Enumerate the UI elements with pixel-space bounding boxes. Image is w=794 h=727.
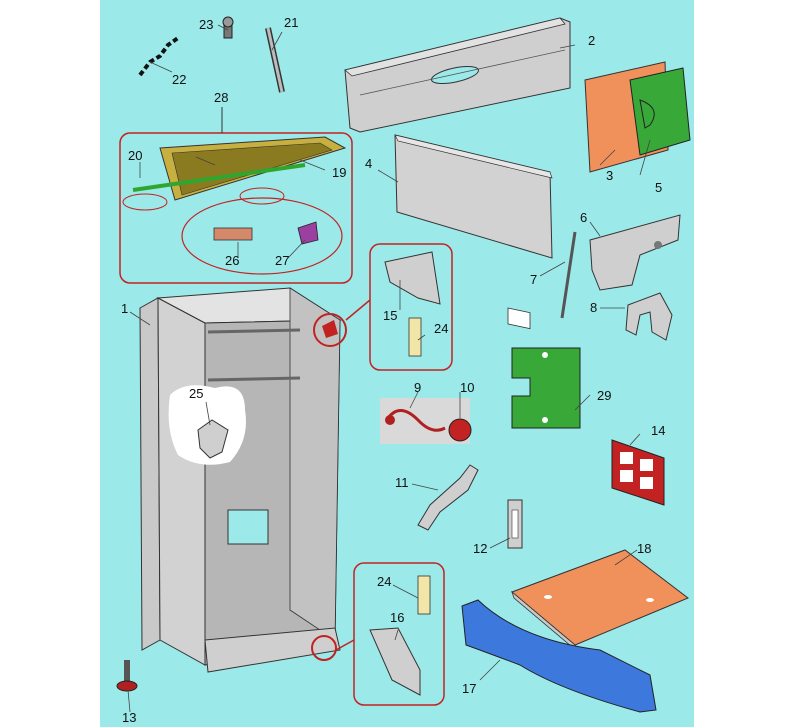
part-label-21: 21 <box>284 15 298 30</box>
part-label-24: 24 <box>434 321 448 336</box>
part-23-bolt <box>222 16 234 39</box>
part-label-19: 19 <box>332 165 346 180</box>
part-18-orange-tray <box>511 549 689 653</box>
part-label-26: 26 <box>225 253 239 268</box>
part-label-28: 28 <box>214 90 228 105</box>
part-label-13: 13 <box>122 710 136 725</box>
part-22-chain <box>138 36 180 77</box>
part-29-green-plate <box>511 347 581 429</box>
part-label-2: 2 <box>588 33 595 48</box>
part-14-red-grille <box>611 439 665 506</box>
part-6-lock-bracket <box>589 214 681 291</box>
part-label-23: 23 <box>199 17 213 32</box>
part-label-24-b: 24 <box>377 574 391 589</box>
leader-lines <box>127 24 651 713</box>
part-label-14: 14 <box>651 423 665 438</box>
part-label-16: 16 <box>390 610 404 625</box>
part-21-gas-spring <box>265 27 285 93</box>
part-12-latch <box>507 499 523 549</box>
part-4-rear-panel <box>394 134 553 330</box>
callout-box-24-16 <box>335 562 445 706</box>
part-label-11: 11 <box>395 475 409 490</box>
part-1-cabinet-body <box>139 287 347 673</box>
part-8-clip-bracket <box>625 292 673 341</box>
part-label-3: 3 <box>606 168 613 183</box>
part-11-strap-bracket <box>417 464 479 531</box>
part-2-top-panel <box>344 17 571 133</box>
part-10-red-button <box>448 418 472 442</box>
part-label-7: 7 <box>530 272 537 287</box>
part-label-1: 1 <box>121 301 128 316</box>
part-label-5: 5 <box>655 180 662 195</box>
part-7-rod <box>560 231 577 319</box>
part-label-18: 18 <box>637 541 651 556</box>
part-label-22: 22 <box>172 72 186 87</box>
part-label-17: 17 <box>462 681 476 696</box>
part-label-12: 12 <box>473 541 487 556</box>
callout-box-15-24 <box>345 243 453 371</box>
part-label-27: 27 <box>275 253 289 268</box>
part-25-angle-bracket <box>168 385 246 465</box>
part-label-4: 4 <box>365 156 372 171</box>
part-label-8: 8 <box>590 300 597 315</box>
part-label-15: 15 <box>383 308 397 323</box>
part-label-6: 6 <box>580 210 587 225</box>
part-28-lid-assembly-callout <box>119 107 353 284</box>
part-label-9: 9 <box>414 380 421 395</box>
part-label-20: 20 <box>128 148 142 163</box>
part-13-leveling-foot <box>116 660 138 692</box>
part-17-blue-trough <box>461 599 657 713</box>
part-5-green-cover <box>629 67 691 156</box>
part-label-10: 10 <box>460 380 474 395</box>
part-label-25: 25 <box>189 386 203 401</box>
part-label-29: 29 <box>597 388 611 403</box>
